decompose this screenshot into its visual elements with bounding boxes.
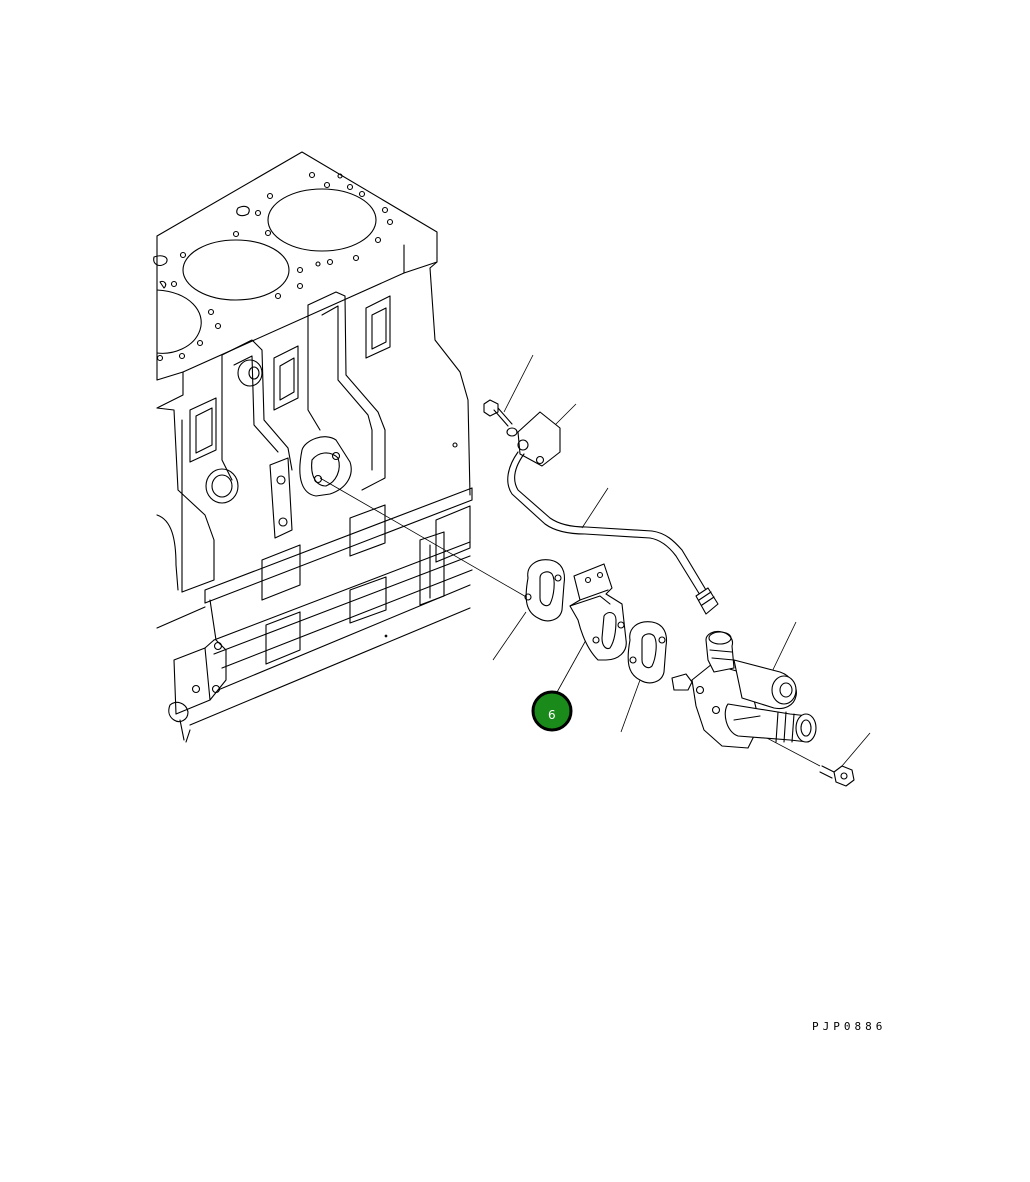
callout-6[interactable]: 6 bbox=[531, 690, 573, 732]
head-bolt-holes bbox=[156, 171, 394, 362]
engine-block bbox=[153, 151, 473, 743]
gasket-left bbox=[524, 559, 566, 622]
mounting-bolt-top bbox=[483, 399, 518, 437]
mounting-bolt-bottom bbox=[819, 765, 855, 787]
gasket-right bbox=[627, 621, 668, 684]
fuel-pipe bbox=[507, 451, 719, 615]
feed-pump bbox=[671, 630, 817, 749]
drawing-code: PJP0886 bbox=[812, 1020, 887, 1033]
callout-6-label: 6 bbox=[548, 708, 556, 722]
pump-bracket bbox=[569, 563, 627, 661]
pipe-clip bbox=[517, 411, 561, 467]
